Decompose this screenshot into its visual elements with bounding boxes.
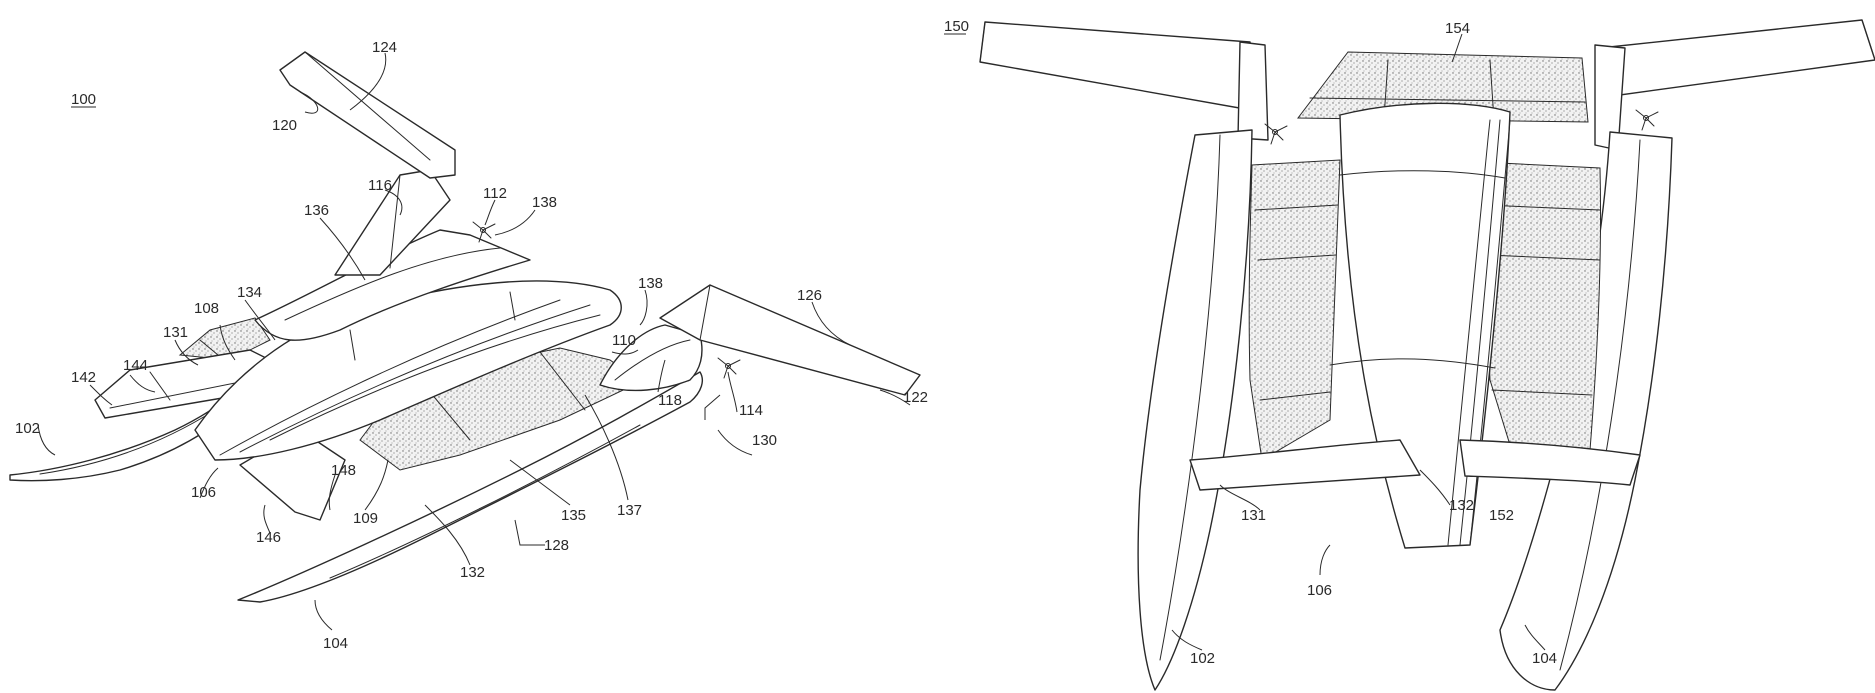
propeller-right-right-fig: [1636, 110, 1658, 130]
ref-label-137: 137: [617, 502, 642, 519]
tail-fin-124-left: [280, 52, 455, 178]
ref-label-110: 110: [612, 332, 636, 349]
wing-left-right-fig: [980, 22, 1262, 112]
figure-ref-150: 150: [944, 18, 969, 35]
ref-label-102: 102: [15, 420, 40, 437]
ref-label-106-right: 106: [1307, 582, 1332, 599]
figure-left-aircraft: 100 124 120 116 112 138 136 134 108 131 …: [10, 39, 928, 652]
ref-label-124: 124: [372, 39, 397, 56]
ref-label-104: 104: [323, 635, 348, 652]
ref-label-132: 132: [460, 564, 485, 581]
ref-label-108: 108: [194, 300, 219, 317]
ref-label-144: 144: [123, 357, 148, 374]
ref-label-128: 128: [544, 537, 569, 554]
hull-102-right-fig: [1138, 130, 1252, 690]
ref-label-102-right: 102: [1190, 650, 1215, 667]
ref-label-116: 116: [368, 177, 392, 194]
ref-label-142: 142: [71, 369, 96, 386]
ref-label-131: 131: [163, 324, 188, 341]
ref-label-136: 136: [304, 202, 329, 219]
ref-label-104-right: 104: [1532, 650, 1557, 667]
ref-label-122: 122: [903, 389, 928, 406]
wing-right-right-fig: [1598, 20, 1875, 98]
ref-label-134: 134: [237, 284, 262, 301]
ref-label-114: 114: [739, 402, 763, 419]
ref-label-130: 130: [752, 432, 777, 449]
ref-label-131-right: 131: [1241, 507, 1266, 524]
fuselage-106-right-fig: [1330, 103, 1510, 548]
figure-right-aircraft: 150 154 131 132 152 106 102 104: [944, 18, 1875, 690]
figure-ref-100: 100: [71, 91, 96, 108]
ref-label-135: 135: [561, 507, 586, 524]
ref-label-138-lower: 138: [638, 275, 663, 292]
ref-label-126: 126: [797, 287, 822, 304]
ref-label-132-right: 132: [1449, 497, 1474, 514]
ref-label-118: 118: [658, 392, 682, 409]
ref-label-112: 112: [483, 185, 507, 202]
ref-label-152: 152: [1489, 507, 1514, 524]
ref-label-120: 120: [272, 117, 297, 134]
ref-label-138-upper: 138: [532, 194, 557, 211]
ref-label-109: 109: [353, 510, 378, 527]
ref-label-106: 106: [191, 484, 216, 501]
ref-label-148: 148: [331, 462, 356, 479]
ref-label-146: 146: [256, 529, 281, 546]
ref-label-154: 154: [1445, 20, 1470, 37]
